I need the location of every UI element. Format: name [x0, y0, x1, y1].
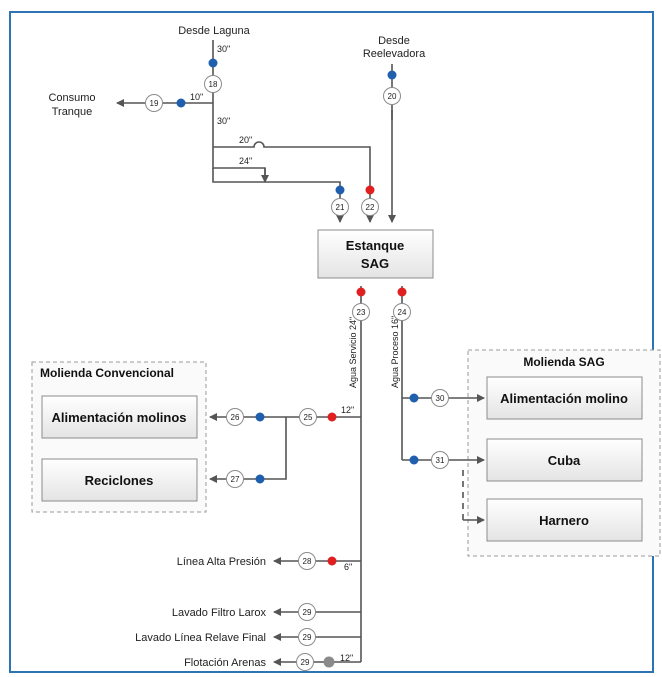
size-laguna-down: 30" [217, 116, 230, 126]
cuba-box [486, 438, 643, 482]
size-consumo: 10" [190, 92, 203, 102]
svg-text:18: 18 [209, 80, 218, 89]
harnero-box [486, 498, 643, 542]
consumo-tranque-line1: Consumo [48, 92, 95, 104]
size-alta-presion: 6" [344, 562, 352, 572]
agua-proceso-label: Agua Proceso 16" [390, 316, 400, 388]
valve-31 [409, 455, 419, 465]
svg-text:25: 25 [304, 413, 313, 422]
valve-consumo [176, 98, 186, 108]
molienda-convencional-title: Molienda Convencional [40, 366, 174, 380]
valve-30 [409, 393, 419, 403]
alimentacion-molino-box [486, 376, 643, 420]
valve-28 [327, 556, 337, 566]
valve-23 [356, 287, 366, 297]
bubble-29-relave: 29 [298, 628, 316, 646]
consumo-tranque-line2: Tranque [52, 106, 93, 118]
valve-25 [327, 412, 337, 422]
alimentacion-molino-label: Alimentación molino [500, 391, 628, 406]
molienda-sag-title: Molienda SAG [523, 355, 604, 369]
svg-text:26: 26 [231, 413, 240, 422]
alimentacion-molinos-label: Alimentación molinos [51, 410, 186, 425]
svg-text:28: 28 [303, 557, 312, 566]
size-branch-24: 24" [239, 156, 252, 166]
svg-text:24: 24 [398, 308, 407, 317]
bubble-18: 18 [204, 75, 222, 93]
alimentacion-molinos-box [41, 395, 198, 439]
bubble-25: 25 [299, 408, 317, 426]
linea-alta-presion-label: Línea Alta Presión [177, 556, 266, 568]
svg-text:20: 20 [388, 92, 397, 101]
reciclones-label: Reciclones [85, 473, 154, 488]
svg-text:29: 29 [303, 633, 312, 642]
size-flotacion: 12" [340, 653, 353, 663]
svg-text:29: 29 [303, 608, 312, 617]
bubble-29-filtro: 29 [298, 603, 316, 621]
bubble-29-flotacion: 29 [296, 653, 314, 671]
size-branch-20: 20" [239, 135, 252, 145]
estanque-label-line1: Estanque [346, 238, 405, 253]
size-servicio-conv: 12" [341, 405, 354, 415]
desde-reelevadora-line2: Reelevadora [363, 48, 426, 60]
svg-text:30: 30 [436, 394, 445, 403]
bubble-22: 22 [361, 198, 379, 216]
estanque-sag-box [317, 229, 434, 279]
valve-29-flotacion [323, 656, 335, 668]
bubble-19: 19 [145, 94, 163, 112]
bubble-26: 26 [226, 408, 244, 426]
bubble-21: 21 [331, 198, 349, 216]
estanque-label-line2: SAG [361, 256, 389, 271]
diagram-frame [9, 11, 654, 673]
svg-text:29: 29 [301, 658, 310, 667]
svg-text:31: 31 [436, 456, 445, 465]
svg-text:23: 23 [357, 308, 366, 317]
desde-reelevadora-line1: Desde [378, 35, 410, 47]
valve-27 [255, 474, 265, 484]
desde-laguna-label: Desde Laguna [178, 25, 250, 37]
valve-24 [397, 287, 407, 297]
bubble-28: 28 [298, 552, 316, 570]
bubble-23: 23 [352, 303, 370, 321]
flotacion-arenas-label: Flotación Arenas [184, 657, 266, 669]
reciclones-box [41, 458, 198, 502]
bubble-31: 31 [431, 451, 449, 469]
valve-laguna [208, 58, 218, 68]
size-laguna-in: 30" [217, 44, 230, 54]
svg-text:19: 19 [150, 99, 159, 108]
lavado-linea-relave-label: Lavado Línea Relave Final [135, 632, 266, 644]
svg-text:21: 21 [336, 203, 345, 212]
svg-text:22: 22 [366, 203, 375, 212]
valve-reelevadora [387, 70, 397, 80]
lavado-filtro-larox-label: Lavado Filtro Larox [172, 607, 267, 619]
svg-text:27: 27 [231, 475, 240, 484]
bubble-27: 27 [226, 470, 244, 488]
valve-26 [255, 412, 265, 422]
valve-21 [335, 185, 345, 195]
bubble-24: 24 [393, 303, 411, 321]
agua-servicio-label: Agua Servicio 24" [348, 317, 358, 388]
valve-22 [365, 185, 375, 195]
bubble-20: 20 [383, 87, 401, 105]
harnero-label: Harnero [539, 513, 589, 528]
cuba-label: Cuba [548, 453, 581, 468]
bubble-30: 30 [431, 389, 449, 407]
